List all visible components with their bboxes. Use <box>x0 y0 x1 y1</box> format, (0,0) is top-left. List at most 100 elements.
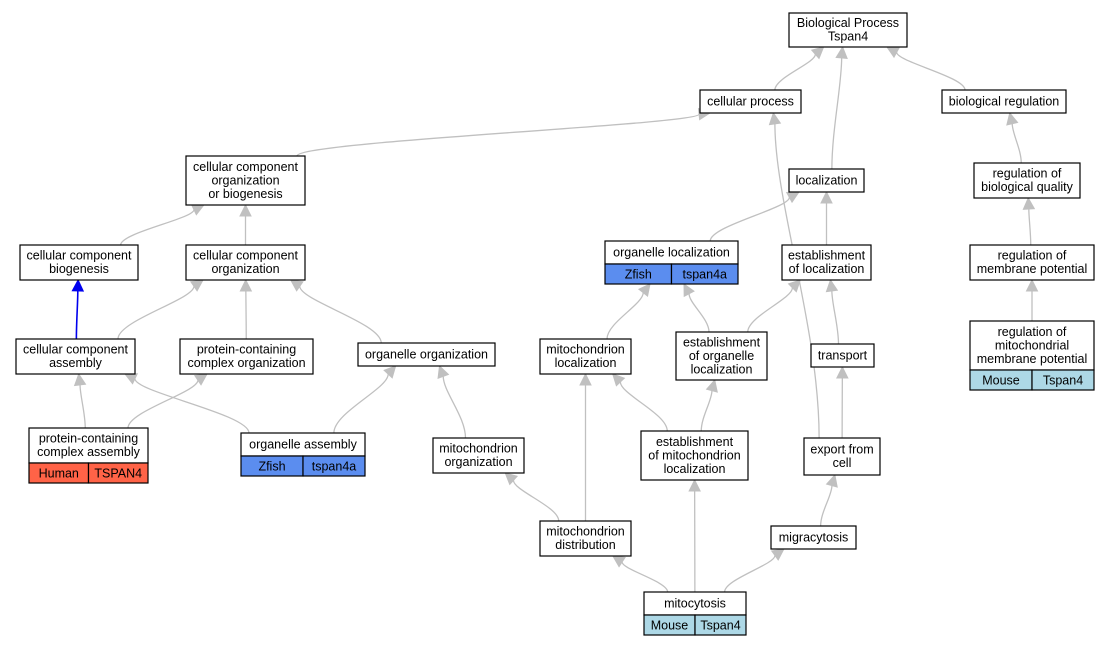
tag-label: Human <box>39 467 79 481</box>
edge-eorgl-to-ol <box>688 293 710 333</box>
node-box <box>15 338 136 375</box>
edge-rbq-to-breg <box>1011 123 1022 164</box>
edge-ol-to-loc <box>709 197 791 242</box>
node-label: regulation of <box>998 249 1067 263</box>
node-label: Biological Process <box>797 16 899 30</box>
edge-cca-to-ccb <box>75 290 79 340</box>
node-label: regulation of <box>998 325 1067 339</box>
tag-cell-human <box>87 462 149 484</box>
tag-label: Zfish <box>258 460 285 474</box>
tag-label: Tspan4 <box>1043 374 1083 388</box>
node-box <box>28 427 149 464</box>
node-label: organelle localization <box>613 245 730 259</box>
node-box <box>19 244 139 281</box>
node-label: protein-containing <box>197 343 296 357</box>
node-label: cellular component <box>23 343 128 357</box>
tag-cell-zfish <box>302 455 366 477</box>
arrowhead-eml-to-ml <box>611 373 626 387</box>
arrowhead-md-to-mo <box>504 472 519 486</box>
edge-mit-to-mig <box>723 555 776 593</box>
node-oo[interactable]: organelle organization <box>357 342 496 367</box>
node-label: cell <box>833 456 852 470</box>
node-box <box>969 244 1095 281</box>
tag-label: Mouse <box>651 619 689 633</box>
node-label: establishment <box>656 435 734 449</box>
edge-cp-to-bp <box>774 54 817 91</box>
node-box <box>969 320 1095 371</box>
node-label: membrane potential <box>977 352 1087 366</box>
node-cp[interactable]: cellular process <box>699 89 802 114</box>
edge-ml-to-ol <box>606 292 644 340</box>
node-label: organization <box>211 262 279 276</box>
node-label: or biogenesis <box>208 187 282 201</box>
node-label: membrane potential <box>977 262 1087 276</box>
arrowhead-mit-to-mig <box>770 548 785 561</box>
arrowhead-cco-to-ccob <box>239 203 252 217</box>
node-label: organelle assembly <box>249 437 357 451</box>
node-label: assembly <box>49 356 103 370</box>
edge-loc-to-bp <box>831 57 843 170</box>
node-label: localization <box>691 362 753 376</box>
node-box <box>781 244 872 281</box>
edge-oo-to-cco <box>299 286 382 344</box>
arrowhead-mit-to-md <box>611 555 626 568</box>
node-box <box>640 430 749 481</box>
arrowhead-cca-to-cco <box>189 279 204 292</box>
node-label: mitochondrial <box>995 338 1069 352</box>
arrowhead-oa-to-oo <box>383 365 397 379</box>
node-label: migracytosis <box>779 530 848 544</box>
node-tr[interactable]: transport <box>810 343 875 368</box>
edge-ccob-to-cp <box>296 113 700 157</box>
node-breg[interactable]: biological regulation <box>941 89 1067 114</box>
arrowhead-ccb-to-ccob <box>190 204 205 216</box>
node-mig[interactable]: migracytosis <box>770 525 857 550</box>
node-box <box>699 89 802 114</box>
node-label: localization <box>796 173 858 187</box>
edge-mit-to-md <box>621 561 669 593</box>
tag-label: Tspan4 <box>700 619 740 633</box>
node-label: transport <box>818 348 868 362</box>
arrowhead-pcca-to-cca <box>73 372 87 387</box>
edge-oa-to-cca <box>134 378 250 434</box>
arrowhead-mo-to-oo <box>437 364 450 379</box>
node-label: biological regulation <box>949 94 1060 108</box>
arrowhead-eml-to-eorgl <box>705 378 718 393</box>
edge-eorgl-to-eol_loc <box>747 287 794 333</box>
node-box <box>185 244 306 281</box>
tag-label: Mouse <box>982 374 1020 388</box>
arrowhead-eorgl-to-ol <box>683 283 695 298</box>
arrowhead-eol_loc-to-loc <box>820 190 833 204</box>
edge-cca-to-cco <box>117 286 195 340</box>
node-loc[interactable]: localization <box>788 168 865 193</box>
node-label: cellular process <box>707 94 794 108</box>
node-box <box>539 520 632 557</box>
node-box <box>788 12 908 48</box>
node-label: organization <box>211 173 279 187</box>
node-label: localization <box>555 356 617 370</box>
edge-eml-to-eorgl <box>700 390 713 432</box>
arrowhead-cp-to-bp <box>810 46 825 60</box>
edge-pcca-to-cca <box>79 384 86 429</box>
node-label: cellular component <box>193 249 298 263</box>
